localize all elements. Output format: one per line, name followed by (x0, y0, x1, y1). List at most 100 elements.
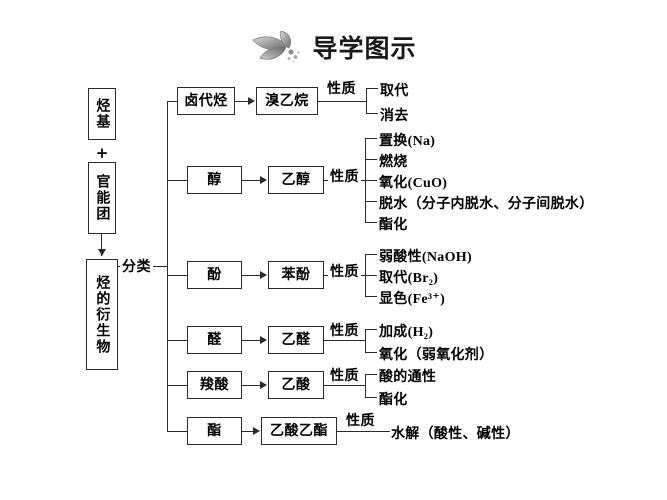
prop-item-row-1-0: 取代 (380, 83, 409, 99)
branch-line-row-2 (167, 180, 187, 182)
prop-line-row-5 (324, 385, 366, 387)
prop-line-row-4 (324, 340, 366, 342)
plus-sign: + (95, 144, 109, 162)
prop-label-row-3: 性质 (328, 261, 361, 281)
node-example-ethyl-acetate: 乙酸乙酯 (261, 417, 337, 445)
node-class-alcohol: 醇 (187, 166, 242, 194)
prop-tick-row-2-0 (365, 138, 377, 140)
arrow-line-row-5 (242, 385, 261, 387)
prop-item-row-5-0: 酸的通性 (379, 366, 436, 386)
prop-item-row-5-1: 酯化 (379, 389, 408, 409)
node-example-phenol: 苯酚 (268, 261, 324, 289)
arrow-right-icon (260, 335, 267, 344)
prop-item-row-2-1: 燃烧 (379, 151, 408, 171)
node-class-haloalkane: 卤代烃 (177, 87, 235, 115)
node-class-ester: 酯 (187, 417, 242, 445)
prop-label-row-6: 性质 (344, 410, 377, 430)
prop-item-row-2-3: 脱水（分子内脱水、分子间脱水） (379, 193, 594, 213)
dragonfly-splash-ornament (252, 30, 301, 63)
prop-formula-row-3-0: (NaOH) (421, 250, 472, 265)
prop-text-row-2-3: 脱水（分子内脱水、分子间脱水） (379, 196, 594, 212)
prop-bracket-row-5 (365, 374, 367, 398)
branch-line-row-5 (167, 385, 187, 387)
prop-tick-row-2-2 (365, 180, 377, 182)
prop-tick-row-5-0 (365, 374, 377, 376)
prop-text-row-2-1: 燃烧 (379, 154, 408, 170)
prop-bracket-row-4 (365, 329, 367, 353)
prop-item-row-6-0: 水解（酸性、碱性） (391, 423, 520, 443)
branch-line-row-1 (167, 101, 177, 103)
prop-text-row-6-0: 水解（酸性、碱性） (391, 426, 520, 442)
arrow-line-row-2 (242, 180, 261, 182)
prop-text-row-3-2: 显色 (379, 291, 408, 307)
prop-item-row-3-1: 取代(Br₂) (379, 267, 438, 287)
prop-tick-row-4-0 (365, 329, 377, 331)
node-example-acetaldehyde: 乙醛 (268, 326, 324, 354)
arrow-line-row-3 (242, 275, 261, 277)
prop-item-row-4-0: 加成(H₂) (379, 321, 433, 341)
prop-text-row-3-1: 取代 (379, 270, 408, 286)
arrow-right-icon (260, 175, 267, 184)
arrow-line-row-4 (242, 340, 261, 342)
node-hydrocarbon-derivative: 烃的衍生物 (86, 259, 118, 370)
page-title-text: 导学图示 (312, 34, 417, 63)
prop-text-row-3-0: 弱酸性 (379, 249, 422, 265)
prop-text-row-5-1: 酯化 (379, 392, 408, 408)
prop-item-row-3-0: 弱酸性(NaOH) (379, 246, 472, 266)
prop-item-row-4-1: 氧化（弱氧化剂） (379, 344, 493, 364)
prop-bracket-row-1 (366, 88, 368, 114)
prop-tick-row-2-3 (365, 201, 377, 203)
prop-item-row-2-2: 氧化(CuO) (379, 172, 447, 192)
prop-formula-row-2-0: (Na) (407, 134, 436, 149)
prop-text-row-4-0: 加成 (379, 324, 408, 340)
prop-item-row-1-1: 消去 (380, 108, 409, 124)
connector-down (101, 234, 103, 256)
prop-tick-row-1-1 (366, 113, 378, 115)
arrow-down-icon (97, 249, 106, 256)
prop-item-row-3-2: 显色(Fe³⁺) (379, 288, 445, 308)
prop-formula-row-4-0: (H₂) (407, 325, 434, 340)
node-functional-group: 官能团 (88, 162, 116, 234)
arrow-right-icon (260, 270, 267, 279)
arrow-line-row-1 (235, 101, 249, 103)
page-title: 导学图示 (0, 24, 667, 70)
prop-label-row-5: 性质 (328, 365, 361, 385)
trunk-vertical-line (167, 101, 169, 432)
prop-tick-row-3-0 (365, 254, 377, 256)
prop-line-row-1 (318, 101, 367, 103)
prop-formula-row-3-1: (Br₂) (407, 271, 439, 286)
prop-tick-row-3-1 (365, 275, 377, 277)
prop-tick-row-2-4 (365, 222, 377, 224)
prop-tick-row-5-1 (365, 397, 377, 399)
branch-line-row-4 (167, 340, 187, 342)
prop-text-row-4-1: 氧化（弱氧化剂） (379, 347, 494, 363)
node-class-aldehyde: 醛 (187, 326, 242, 354)
prop-formula-row-3-2: (Fe³⁺) (407, 292, 446, 307)
prop-item-row-2-0: 置换(Na) (379, 130, 435, 150)
prop-formula-row-2-2: (CuO) (407, 176, 448, 191)
prop-label-row-2: 性质 (328, 166, 361, 186)
arrow-right-icon (260, 380, 267, 389)
node-example-ethanol: 乙醇 (268, 166, 324, 194)
prop-text-row-2-0: 置换 (379, 133, 408, 149)
prop-tick-row-3-2 (365, 296, 377, 298)
node-example-bromoethane: 溴乙烷 (256, 87, 318, 115)
prop-item-row-2-4: 酯化 (379, 214, 408, 234)
node-example-acetic-acid: 乙酸 (268, 371, 324, 399)
prop-label-row-4: 性质 (328, 320, 361, 340)
node-class-phenol: 酚 (187, 261, 242, 289)
prop-tick-row-2-1 (365, 159, 377, 161)
edge-label-classify: 分类 (120, 256, 153, 276)
branch-line-row-3 (167, 275, 187, 277)
prop-tick-row-4-1 (365, 352, 377, 354)
node-class-carboxylic-acid: 羧酸 (187, 371, 242, 399)
arrow-line-row-6 (242, 431, 254, 433)
node-hydrocarbyl-radical: 烃基 (88, 88, 116, 140)
prop-text-row-2-2: 氧化 (379, 175, 408, 191)
prop-tick-row-1-0 (366, 88, 378, 90)
prop-text-row-5-0: 酸的通性 (379, 369, 437, 385)
branch-line-row-6 (167, 431, 187, 433)
arrow-right-icon (253, 426, 260, 435)
prop-text-row-2-4: 酯化 (379, 217, 408, 233)
